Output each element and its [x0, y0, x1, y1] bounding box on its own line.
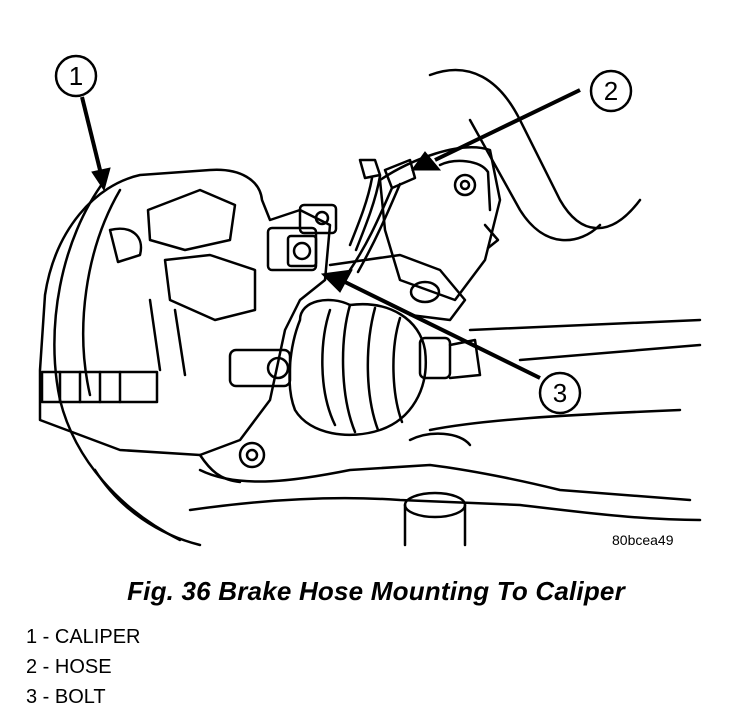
- callout-1-number: 1: [69, 61, 83, 91]
- legend-item-bolt: 3 - BOLT: [26, 686, 106, 708]
- brake-hose: [348, 158, 417, 274]
- figure-caption: Fig. 36 Brake Hose Mounting To Caliper: [127, 576, 625, 606]
- callout-2: 2: [589, 69, 633, 113]
- bolt-cluster: [228, 203, 338, 469]
- callout-3-number: 3: [553, 378, 567, 408]
- legend-list: 1 - CALIPER 2 - HOSE 3 - BOLT: [26, 622, 140, 712]
- caliper-body: [38, 168, 332, 484]
- legend-item-hose: 2 - HOSE: [26, 656, 112, 678]
- brake-rotor: [53, 178, 202, 547]
- callout-2-number: 2: [604, 76, 618, 106]
- callout-3: 3: [538, 371, 582, 415]
- control-arm: [188, 318, 702, 547]
- image-code: 80bcea49: [612, 532, 674, 548]
- legend-item-caliper: 1 - CALIPER: [26, 626, 141, 648]
- callout-arrows: [80, 88, 581, 380]
- cv-boot: [288, 298, 482, 436]
- brake-caliper-illustration: 1 2 3: [38, 54, 702, 547]
- callout-1: 1: [54, 54, 98, 98]
